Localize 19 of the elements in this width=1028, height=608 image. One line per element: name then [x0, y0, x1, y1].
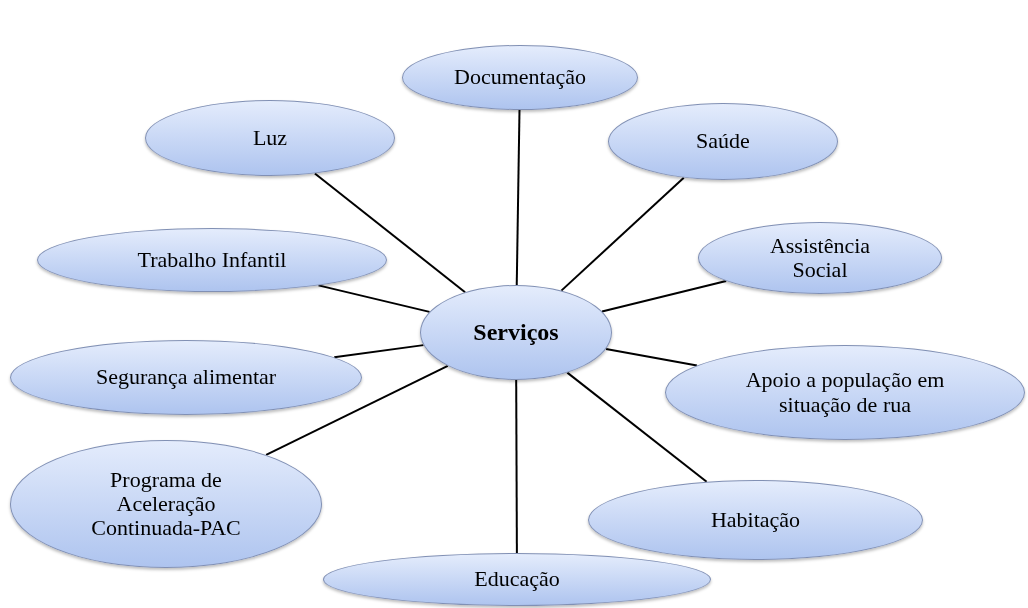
- connector-line: [313, 172, 467, 294]
- node-label: Saúde: [696, 129, 750, 154]
- node-label: Apoio a população em situação de rua: [744, 368, 946, 417]
- node-label: Trabalho Infantil: [137, 247, 287, 273]
- connector-line: [515, 379, 518, 554]
- connector-line: [265, 364, 449, 456]
- node-label: Segurança alimentar: [95, 365, 277, 390]
- node-label: Programa de Aceleração Continuada-PAC: [90, 467, 242, 541]
- connector-line: [601, 280, 728, 313]
- node-label: Luz: [252, 125, 288, 151]
- connector-line: [560, 176, 685, 292]
- connector-line: [515, 109, 521, 286]
- node-label: Assistência Social: [768, 233, 872, 283]
- node-label: Educação: [474, 567, 560, 592]
- connector-line: [317, 284, 431, 313]
- connector-line: [605, 347, 698, 367]
- node-label: Habitação: [710, 507, 801, 533]
- node-label: Documentação: [454, 65, 586, 90]
- node-label: Serviços: [473, 319, 559, 346]
